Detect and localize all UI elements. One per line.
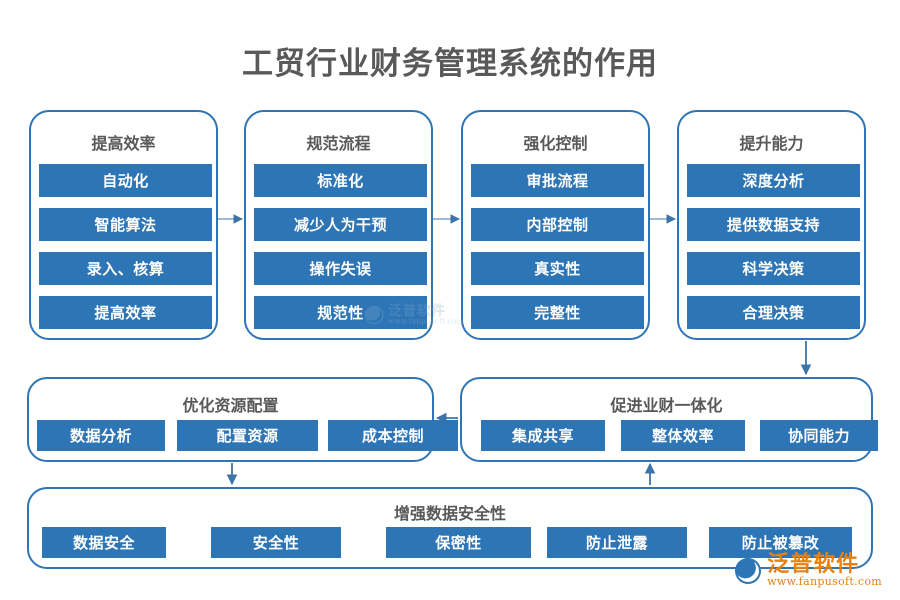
card-process-title: 规范流程	[306, 134, 371, 153]
card-efficiency[interactable]: 提高效率 自动化 智能算法 录入、核算 提高效率	[29, 110, 218, 340]
watermark-url: www.fanpusoft.com	[767, 575, 882, 589]
chip-resource-2[interactable]: 成本控制	[328, 420, 458, 451]
card-resource[interactable]: 优化资源配置 数据分析 配置资源 成本控制	[27, 377, 458, 462]
chip-security-4[interactable]: 防止被篡改	[709, 527, 852, 558]
chip-process-3[interactable]: 规范性	[254, 296, 427, 329]
card-security-title: 增强数据安全性	[393, 504, 506, 523]
chip-capability-2[interactable]: 科学决策	[687, 252, 860, 285]
card-integration-title: 促进业财一体化	[610, 396, 723, 415]
card-efficiency-title: 提高效率	[91, 134, 156, 153]
chip-efficiency-3[interactable]: 提高效率	[39, 296, 212, 329]
card-security[interactable]: 增强数据安全性 数据安全 安全性 保密性 防止泄露 防止被篡改	[27, 487, 873, 569]
card-capability-title: 提升能力	[739, 134, 804, 153]
page-title: 工贸行业财务管理系统的作用	[242, 46, 658, 82]
chip-control-0[interactable]: 审批流程	[471, 164, 644, 197]
chip-capability-0[interactable]: 深度分析	[687, 164, 860, 197]
chip-security-3[interactable]: 防止泄露	[547, 527, 687, 558]
card-resource-title: 优化资源配置	[182, 396, 279, 415]
chip-security-1[interactable]: 安全性	[211, 527, 341, 558]
card-control[interactable]: 强化控制 审批流程 内部控制 真实性 完整性	[461, 110, 650, 340]
chip-efficiency-1[interactable]: 智能算法	[39, 208, 212, 241]
chip-control-3[interactable]: 完整性	[471, 296, 644, 329]
chip-efficiency-2[interactable]: 录入、核算	[39, 252, 212, 285]
chip-security-2[interactable]: 保密性	[386, 527, 531, 558]
chip-integration-1[interactable]: 整体效率	[621, 420, 745, 451]
chip-security-0[interactable]: 数据安全	[42, 527, 166, 558]
card-process[interactable]: 规范流程 标准化 减少人为干预 操作失误 规范性	[244, 110, 433, 340]
chip-capability-3[interactable]: 合理决策	[687, 296, 860, 329]
card-control-title: 强化控制	[523, 134, 588, 153]
chip-process-1[interactable]: 减少人为干预	[254, 208, 427, 241]
chip-resource-0[interactable]: 数据分析	[37, 420, 165, 451]
chip-control-1[interactable]: 内部控制	[471, 208, 644, 241]
chip-efficiency-0[interactable]: 自动化	[39, 164, 212, 197]
chip-control-2[interactable]: 真实性	[471, 252, 644, 285]
chip-integration-2[interactable]: 协同能力	[760, 420, 878, 451]
card-integration[interactable]: 促进业财一体化 集成共享 整体效率 协同能力	[460, 377, 878, 462]
chip-process-0[interactable]: 标准化	[254, 164, 427, 197]
chip-capability-1[interactable]: 提供数据支持	[687, 208, 860, 241]
chip-integration-0[interactable]: 集成共享	[481, 420, 605, 451]
card-capability[interactable]: 提升能力 深度分析 提供数据支持 科学决策 合理决策	[677, 110, 866, 340]
chip-process-2[interactable]: 操作失误	[254, 252, 427, 285]
chip-resource-1[interactable]: 配置资源	[177, 420, 318, 451]
